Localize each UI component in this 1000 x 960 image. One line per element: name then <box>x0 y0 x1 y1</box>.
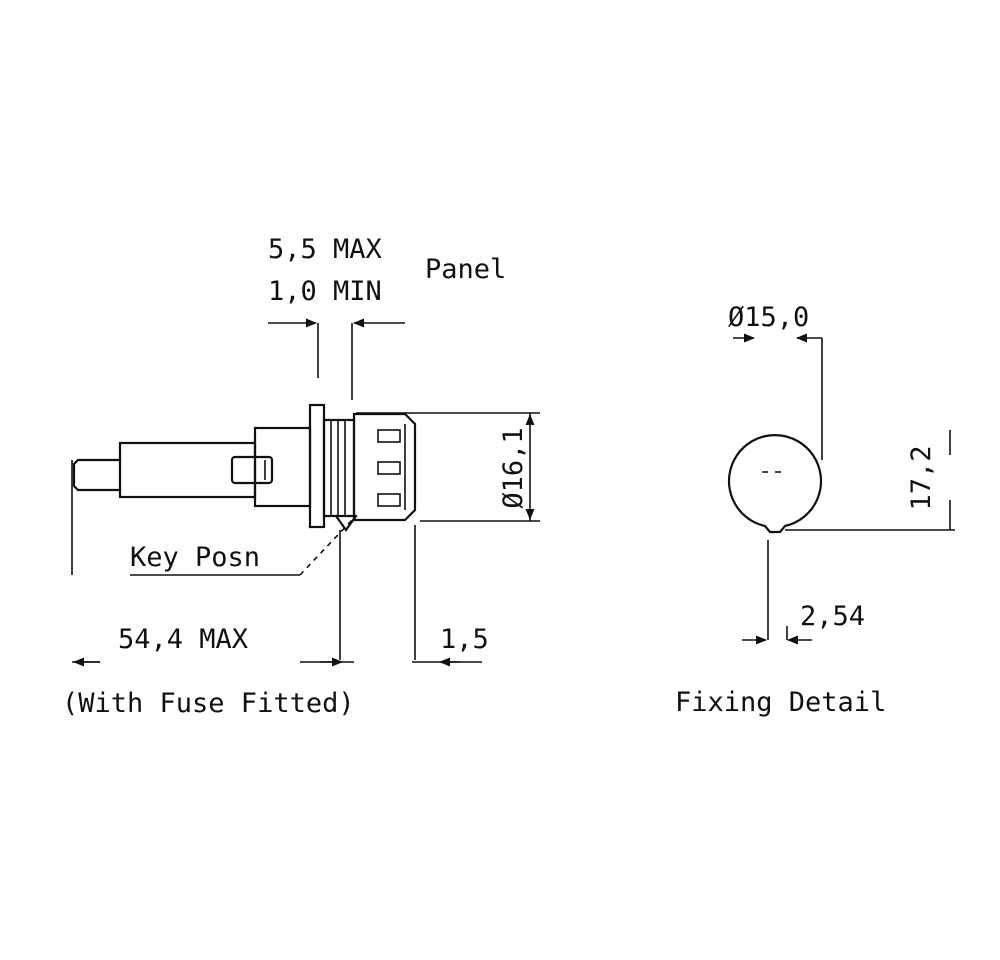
panel-flange <box>308 403 326 529</box>
key-offset-label: 17,2 <box>906 445 937 510</box>
side-view-fuseholder <box>72 403 417 532</box>
threaded-neck <box>322 418 356 518</box>
key-offset-dimension: 17,2 <box>785 430 955 531</box>
hole-diameter-dimension: Ø15,0 <box>728 302 823 460</box>
body-diameter-label: Ø16,1 <box>498 427 529 508</box>
overall-length-label: 54,4 MAX <box>118 624 248 655</box>
overall-length-note: (With Fuse Fitted) <box>62 688 355 719</box>
key-position-callout: Key Posn <box>130 519 353 576</box>
key-width-dimension: 2,54 <box>742 540 865 645</box>
key-width-label: 2,54 <box>800 601 865 632</box>
front-projection-label: 1,5 <box>440 624 489 655</box>
rear-tag <box>72 458 122 492</box>
overall-length-dimension: 54,4 MAX (With Fuse Fitted) <box>62 460 355 719</box>
fuse-carrier-body <box>118 441 257 499</box>
body-diameter-dimension: Ø16,1 <box>356 412 540 522</box>
side-terminal-tag <box>230 455 274 485</box>
panel-label: Panel <box>425 254 506 285</box>
mounting-hole-outline <box>727 434 823 534</box>
hole-diameter-label: Ø15,0 <box>728 302 809 333</box>
panel-thickness-dimension: 5,5 MAX 1,0 MIN Panel <box>268 234 506 400</box>
panel-thickness-min-label: 1,0 MIN <box>268 276 382 307</box>
panel-thickness-max-label: 5,5 MAX <box>268 234 382 265</box>
fixing-detail-title: Fixing Detail <box>675 687 886 718</box>
fixing-detail <box>727 434 823 534</box>
key-position-label: Key Posn <box>130 542 260 573</box>
housing-step <box>253 426 312 508</box>
front-projection-dimension: 1,5 <box>412 525 489 667</box>
